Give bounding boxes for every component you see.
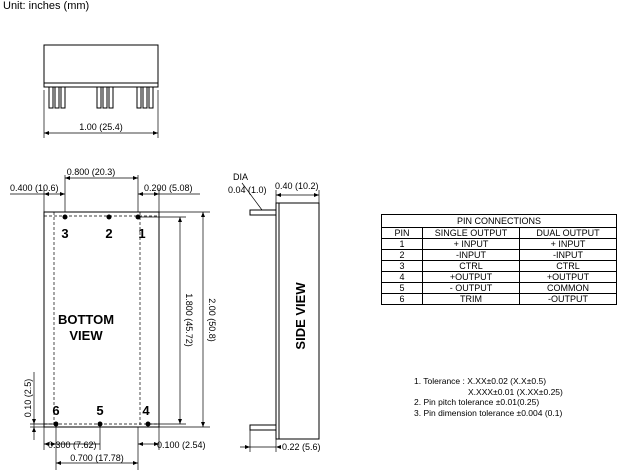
module-body-front bbox=[43, 44, 159, 88]
note-1: 1. Tolerance : X.XX±0.02 (X.X±0.5) bbox=[414, 376, 547, 386]
single-output-cell: +OUTPUT bbox=[422, 271, 520, 283]
table-row: 4+OUTPUT+OUTPUT bbox=[381, 271, 617, 283]
pin-number: 4 bbox=[381, 271, 423, 283]
pin-label-3: 3 bbox=[61, 226, 68, 241]
unit-label: Unit: inches (mm) bbox=[3, 0, 90, 12]
dual-output-cell: -OUTPUT bbox=[519, 293, 617, 305]
pin-number: 2 bbox=[381, 249, 423, 261]
pin-table-header-single: SINGLE OUTPUT bbox=[422, 227, 520, 239]
dual-output-cell: -INPUT bbox=[519, 249, 617, 261]
dim-left-offset: 0.400 (10.6) bbox=[10, 183, 59, 193]
side-pin-top bbox=[249, 209, 277, 216]
note-2: 2. Pin pitch tolerance ±0.01(0.25) bbox=[414, 397, 540, 407]
pin-connections-table: PIN CONNECTIONS PIN SINGLE OUTPUT DUAL O… bbox=[381, 214, 617, 305]
table-row: 1+ INPUT+ INPUT bbox=[381, 238, 617, 250]
dual-output-cell: +OUTPUT bbox=[519, 271, 617, 283]
dual-output-cell: + INPUT bbox=[519, 238, 617, 250]
dim-bottom-right: 0.100 (2.54) bbox=[157, 440, 206, 450]
dim-left-vertical: 0.10 (2.5) bbox=[23, 379, 33, 418]
front-view: 1.00 (25.4) bbox=[43, 44, 159, 138]
module-body-side bbox=[275, 202, 320, 440]
pin-label-2: 2 bbox=[105, 226, 112, 241]
table-row: 2-INPUT-INPUT bbox=[381, 249, 617, 261]
single-output-cell: - OUTPUT bbox=[422, 282, 520, 294]
dual-output-cell: COMMON bbox=[519, 282, 617, 294]
pin-number: 5 bbox=[381, 282, 423, 294]
side-pin-bottom bbox=[249, 424, 277, 431]
dim-pin-span-vertical: 1.800 (45.72) bbox=[184, 293, 194, 347]
dia-label: DIA bbox=[233, 172, 248, 182]
pin-3-marker bbox=[62, 214, 68, 220]
dual-output-cell: CTRL bbox=[519, 260, 617, 272]
side-depth-dim: 0.40 (10.2) bbox=[275, 181, 319, 191]
pin-6-marker bbox=[53, 421, 59, 427]
pin-1-marker bbox=[135, 214, 141, 220]
pin-table-header-dual: DUAL OUTPUT bbox=[519, 227, 617, 239]
single-output-cell: TRIM bbox=[422, 293, 520, 305]
pin-number: 6 bbox=[381, 293, 423, 305]
single-output-cell: CTRL bbox=[422, 260, 520, 272]
dim-pin-span-top: 0.800 (20.3) bbox=[67, 167, 116, 177]
pin-label-6: 6 bbox=[52, 403, 59, 418]
single-output-cell: -INPUT bbox=[422, 249, 520, 261]
front-pins bbox=[48, 86, 154, 109]
front-width-dim: 1.00 (25.4) bbox=[79, 122, 123, 132]
pin-table-header-pin: PIN bbox=[381, 227, 423, 239]
bottom-view-label-line1: BOTTOM bbox=[58, 312, 114, 327]
side-view: SIDE VIEW DIA 0.04 (1.0) 0.40 (10.2) 0.2… bbox=[228, 172, 321, 452]
bottom-view-label-line2: VIEW bbox=[69, 328, 103, 343]
pin-label-4: 4 bbox=[142, 403, 150, 418]
side-pin-length-dim: 0.22 (5.6) bbox=[282, 442, 321, 452]
pin-number: 3 bbox=[381, 260, 423, 272]
pin-2-marker bbox=[106, 214, 112, 220]
single-output-cell: + INPUT bbox=[422, 238, 520, 250]
pin-table-title: PIN CONNECTIONS bbox=[381, 214, 617, 228]
note-3: 3. Pin dimension tolerance ±0.004 (0.1) bbox=[414, 407, 563, 418]
dim-bottom-total: 0.700 (17.78) bbox=[70, 453, 124, 463]
module-body-bottom bbox=[43, 211, 160, 428]
pin-label-1: 1 bbox=[138, 226, 145, 241]
note-1-cont: X.XXX±0.01 (X.XX±0.25) bbox=[468, 386, 563, 397]
tolerance-notes: 1. Tolerance : X.XX±0.02 (X.X±0.5) X.XXX… bbox=[414, 376, 563, 418]
pin-number: 1 bbox=[381, 238, 423, 250]
side-view-label: SIDE VIEW bbox=[293, 282, 308, 350]
dim-bottom-left: 0.300 (7.62) bbox=[48, 440, 97, 450]
pin-5-marker bbox=[97, 421, 103, 427]
bottom-view: 3 2 1 6 5 4 BOTTOM VIEW 0.800 (20.3) 0.4… bbox=[10, 167, 217, 470]
pin-label-5: 5 bbox=[96, 403, 103, 418]
dim-total-height: 2.00 (50.8) bbox=[207, 298, 217, 342]
dim-right-offset: 0.200 (5.08) bbox=[144, 183, 193, 193]
